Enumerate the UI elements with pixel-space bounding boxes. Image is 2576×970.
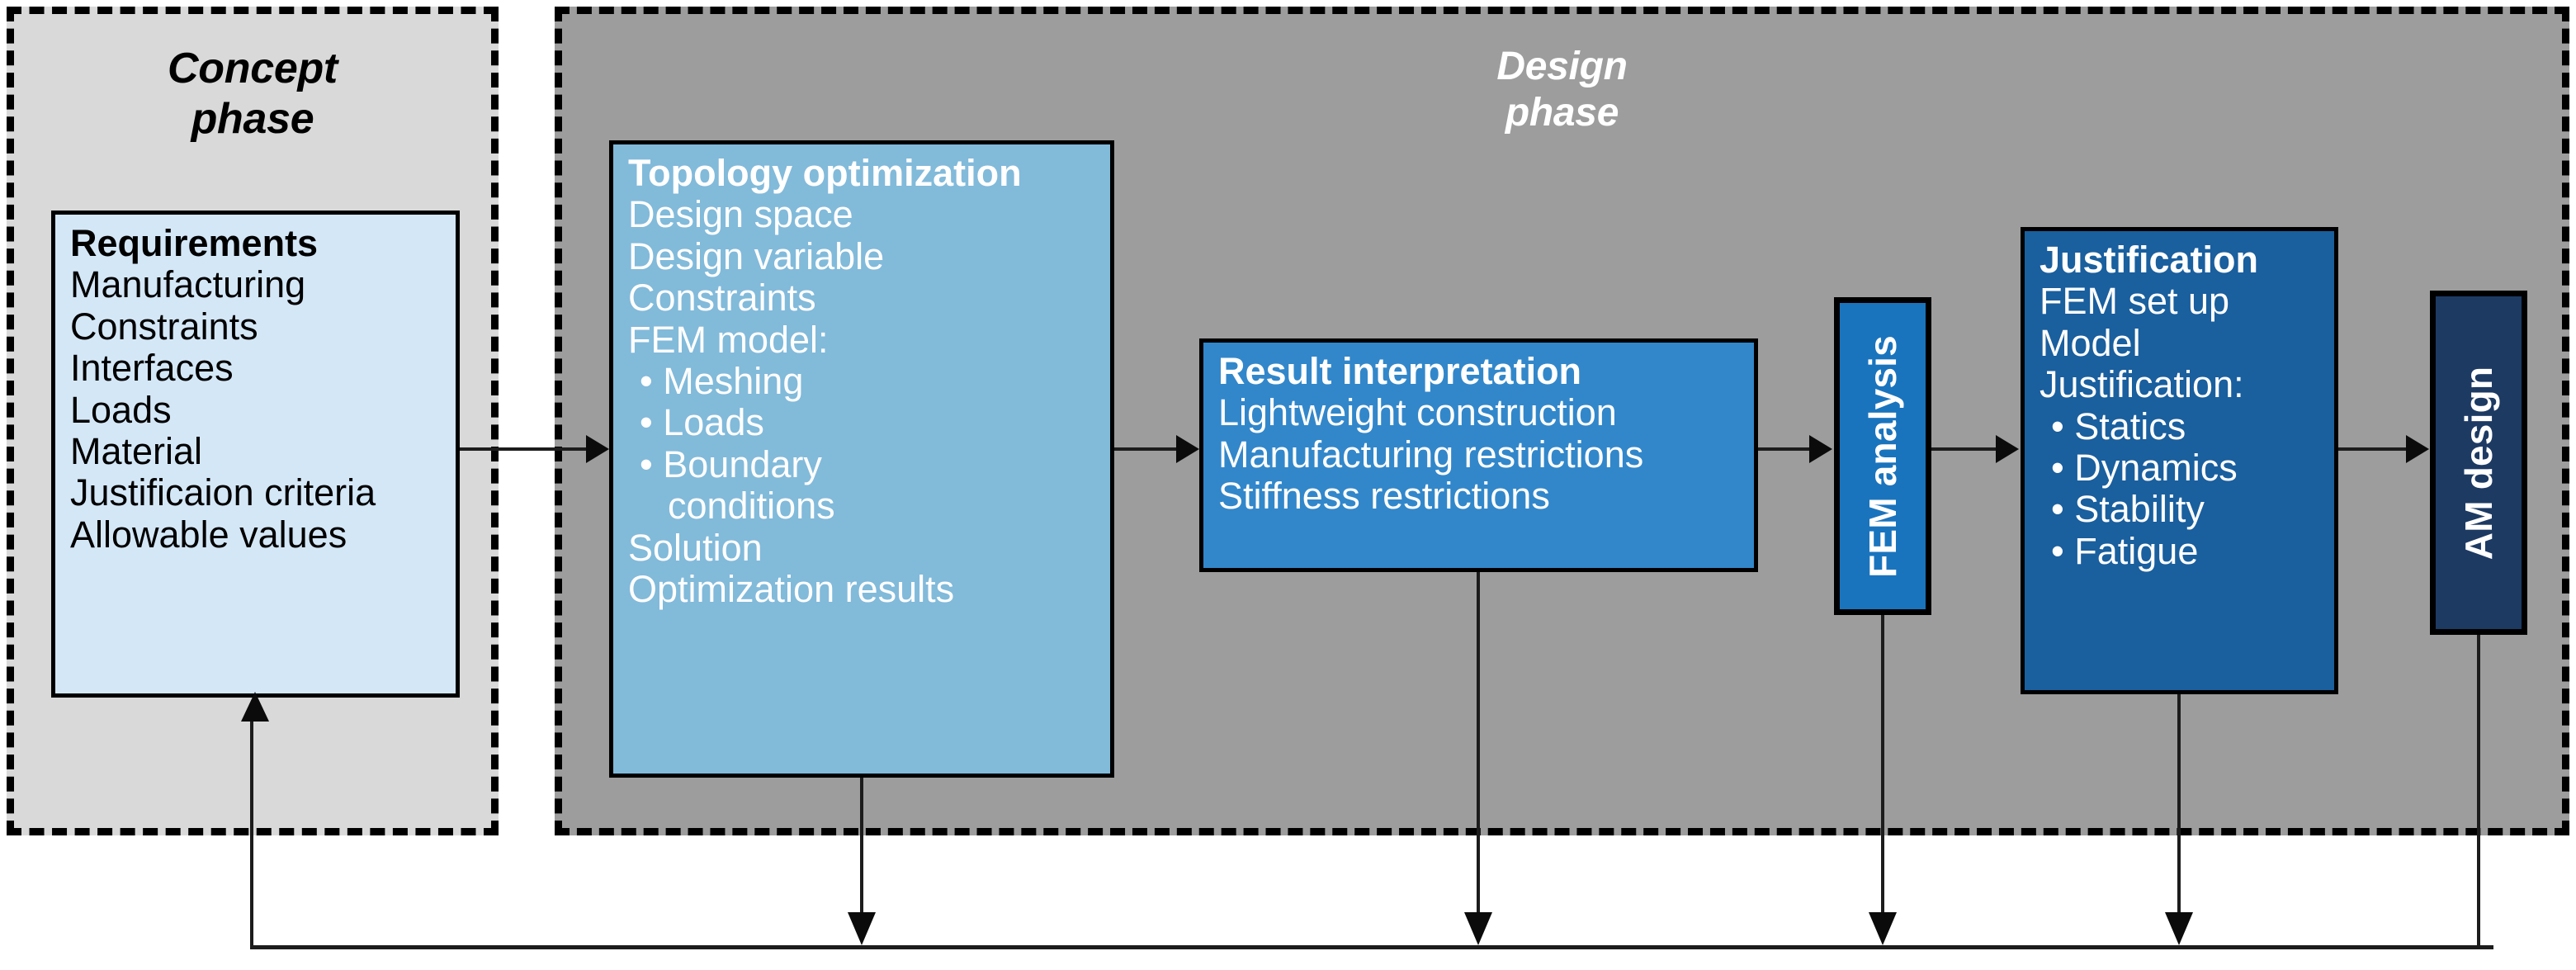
feedback-drop-topology [860,778,863,914]
requirements-line: Manufacturing [70,263,306,306]
requirements-line: Material [70,429,203,472]
requirements-line: Loads [70,388,172,431]
arrowhead-feedback-drop-topology [848,912,876,945]
feedback-drop-justification [2177,694,2181,914]
connector-requirements-to-topology [460,447,590,451]
justification-bullet: • Dynamics [2051,446,2238,489]
justification-line: Justification: [2040,363,2244,406]
topology-line: Constraints [628,277,816,319]
requirements-box[interactable]: Requirements Manufacturing Constraints I… [51,211,460,698]
arrowhead-result-to-fem [1809,435,1832,463]
arrowhead-feedback-drop-justification [2165,912,2193,945]
topology-bullet-continuation: conditions [668,485,835,528]
arrowhead-justification-to-am [2406,435,2429,463]
topology-line: FEM model: [628,318,829,361]
topology-line: Optimization results [628,567,955,610]
justification-bullet: • Fatigue [2051,529,2199,572]
result-interpretation-line: Lightweight construction [1218,391,1617,434]
design-phase-title: Design phase [1496,45,1628,135]
feedback-drop-result [1477,572,1480,914]
requirements-title: Requirements [70,222,319,264]
topology-line: Solution [628,526,763,569]
fem-analysis-label: FEM analysis [1861,334,1905,578]
requirements-line: Justificaion criteria [70,471,376,514]
feedback-bus-line [250,945,2493,949]
topology-line: Design variable [628,234,885,277]
topology-bullet: • Loads [640,401,764,444]
justification-box[interactable]: Justification FEM set up Model Justifica… [2021,227,2338,694]
arrowhead-topology-to-result [1176,435,1199,463]
connector-justification-to-am [2338,447,2408,451]
arrowhead-requirements-to-topology [586,435,609,463]
topology-title: Topology optimization [628,152,1022,194]
connector-topology-to-result [1114,447,1180,451]
concept-phase-title: Concept phase [168,45,338,143]
feedback-riser-to-requirements [250,712,253,947]
result-interpretation-line: Manufacturing restrictions [1218,433,1644,476]
justification-title: Justification [2040,239,2259,281]
justification-line: FEM set up [2040,280,2230,323]
topology-line: Design space [628,193,853,236]
topology-bullet: • Boundary [640,442,822,485]
requirements-line: Allowable values [70,513,347,556]
topology-optimization-box[interactable]: Topology optimization Design space Desig… [609,140,1114,778]
result-interpretation-box[interactable]: Result interpretation Lightweight constr… [1199,338,1758,572]
feedback-drop-am-design [2477,635,2480,947]
arrowhead-feedback-drop-result [1464,912,1492,945]
justification-line: Model [2040,321,2141,364]
connector-result-to-fem [1758,447,1813,451]
connector-fem-to-justification [1931,447,1997,451]
arrowhead-feedback-to-requirements [241,692,269,722]
fem-analysis-box[interactable]: FEM analysis [1834,297,1931,615]
arrowhead-fem-to-justification [1996,435,2019,463]
arrowhead-feedback-drop-fem [1869,912,1897,945]
am-design-label: AM design [2457,366,2500,560]
topology-bullet: • Meshing [640,359,804,402]
justification-bullet: • Statics [2051,405,2186,447]
justification-bullet: • Stability [2051,488,2205,531]
result-interpretation-title: Result interpretation [1218,350,1582,392]
am-design-box[interactable]: AM design [2430,291,2527,635]
result-interpretation-line: Stiffness restrictions [1218,475,1550,518]
requirements-line: Constraints [70,305,258,348]
feedback-drop-fem [1881,615,1884,914]
requirements-line: Interfaces [70,347,234,390]
